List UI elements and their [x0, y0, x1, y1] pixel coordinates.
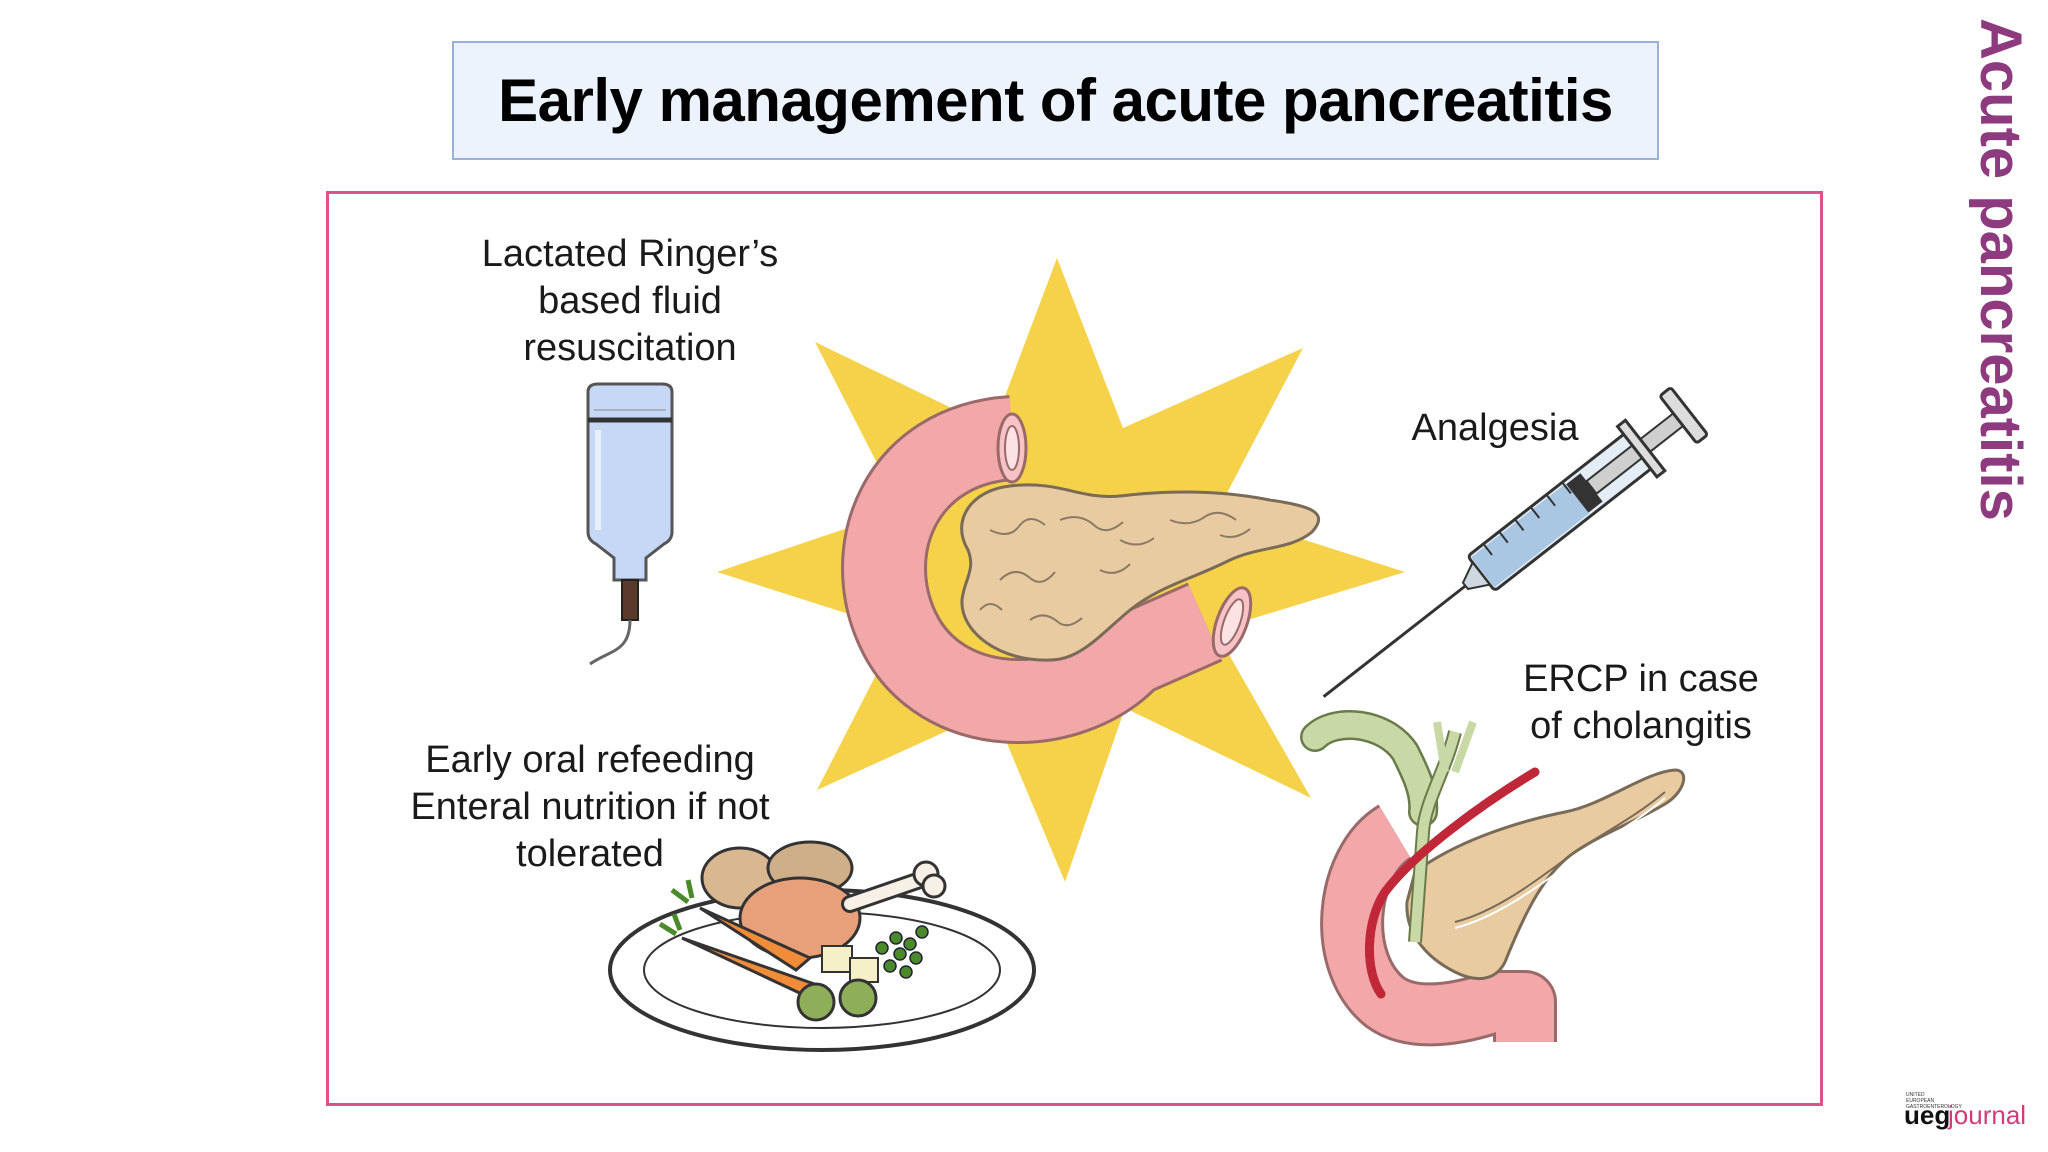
title-box: Early management of acute pancreatitis [452, 41, 1659, 160]
side-title: Acute pancreatitis [1968, 18, 2033, 521]
syringe-icon [1322, 387, 1708, 698]
food-plate-icon [608, 840, 1036, 1052]
logo-journal: journal [1948, 1100, 2027, 1130]
iv-fluid-bag-icon [586, 382, 674, 666]
diagram-frame [326, 191, 1823, 1106]
pancreas-star-icon [717, 258, 1405, 882]
ueg-journal-logo: UNITED EUROPEAN GASTROENTEROLOGY ueg jou… [1904, 1092, 2034, 1130]
logo-ueg: ueg [1904, 1100, 1951, 1130]
logo-small-text: UNITED EUROPEAN GASTROENTEROLOGY [1906, 1092, 1962, 1110]
ercp-anatomy-icon [1300, 710, 1686, 1047]
label-feeding: Early oral refeeding Enteral nutrition i… [410, 739, 770, 875]
page-title: Early management of acute pancreatitis [498, 67, 1613, 134]
label-analgesia: Analgesia [1411, 407, 1579, 449]
label-fluid-resuscitation: Lactated Ringer’s based fluid resuscitat… [481, 233, 779, 369]
label-ercp: ERCP in case of cholangitis [1523, 658, 1759, 747]
